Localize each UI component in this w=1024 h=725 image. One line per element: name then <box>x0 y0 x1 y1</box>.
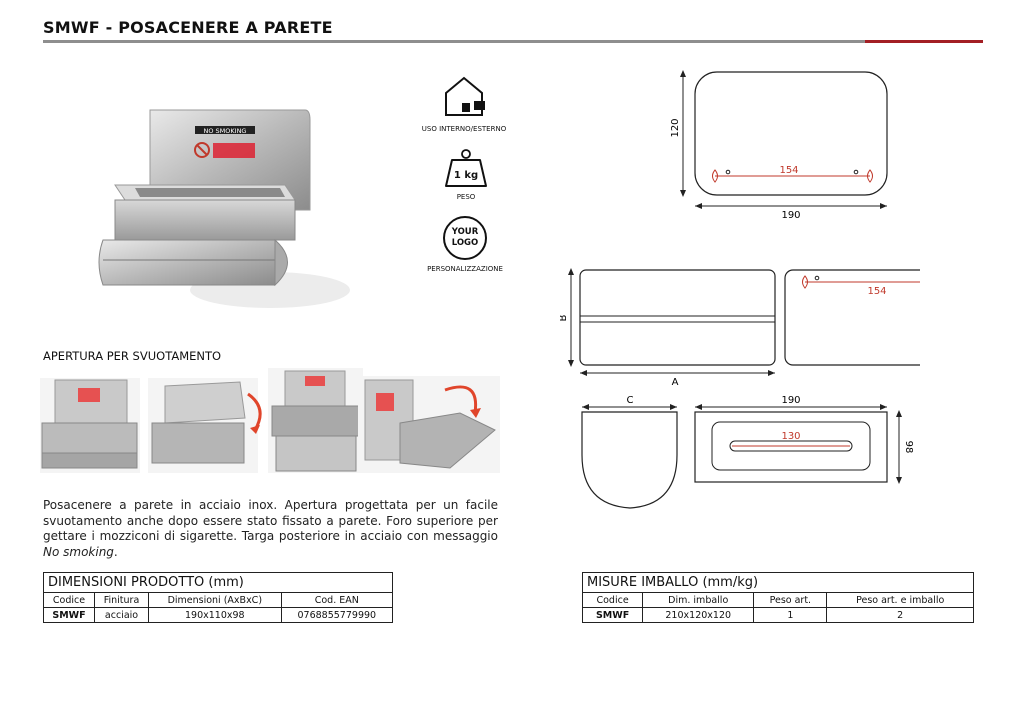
sequence-photo-4 <box>358 376 500 473</box>
table-cell: acciaio <box>93 607 150 623</box>
table-cell: SMWF <box>581 607 644 623</box>
table-header-row: Codice Dim. imballo Peso art. Peso art. … <box>581 592 974 608</box>
rear-plate-drawing: 154 <box>784 269 920 366</box>
plate-holes-label: 154 <box>867 286 886 297</box>
table-header-cell: Peso art. <box>753 592 828 608</box>
table-cell: 1 <box>753 607 828 623</box>
opening-sequence-photos <box>40 368 500 473</box>
slot-label: 130 <box>781 431 800 442</box>
back-width-label: 190 <box>781 210 800 221</box>
weight-icon <box>445 149 487 187</box>
dimension-c-label: C <box>627 395 634 406</box>
technical-drawings: 120 190 154 B A 154 <box>560 70 920 509</box>
back-view-drawing: 120 190 154 <box>670 70 888 221</box>
back-height-label: 120 <box>670 118 681 137</box>
table-cell: SMWF <box>43 607 95 623</box>
peso-caption: PESO <box>456 193 476 201</box>
product-photo: NO SMOKING <box>98 109 350 308</box>
back-holes-label: 154 <box>779 165 798 176</box>
dimension-b-label: B <box>560 314 569 321</box>
product-description: Posacenere a parete in acciaio inox. Ape… <box>43 498 498 559</box>
table-cell: 190x110x98 <box>148 607 282 623</box>
logo-circle-icon <box>443 216 487 260</box>
product-table-title: DIMENSIONI PRODOTTO (mm) <box>43 572 393 593</box>
product-dimensions-table: DIMENSIONI PRODOTTO (mm) Codice Finitura… <box>43 572 394 623</box>
page-title: SMWF - POSACENERE A PARETE <box>43 18 333 37</box>
table-header-cell: Dimensioni (AxBxC) <box>148 592 282 608</box>
packaging-table: MISURE IMBALLO (mm/kg) Codice Dim. imbal… <box>581 572 974 623</box>
packaging-table-title: MISURE IMBALLO (mm/kg) <box>582 572 974 593</box>
sequence-photo-2 <box>148 378 262 473</box>
table-row: SMWF 210x120x120 1 2 <box>581 607 974 623</box>
table-cell: 210x120x120 <box>642 607 755 623</box>
logo-caption: PERSONALIZZAZIONE <box>427 265 503 273</box>
table-header-cell: Finitura <box>93 592 150 608</box>
top-depth-label: 98 <box>903 441 914 454</box>
no-smoking-sign <box>195 126 255 134</box>
sequence-photo-3 <box>268 368 363 473</box>
table-cell: 0768855779990 <box>280 607 394 623</box>
side-view-drawing: C <box>581 395 678 509</box>
table-header-row: Codice Finitura Dimensioni (AxBxC) Cod. … <box>43 592 394 608</box>
svg-text:NO SMOKING: NO SMOKING <box>204 127 247 135</box>
logo-text: YOUR LOGO <box>451 227 479 248</box>
top-view-drawing: 190 130 98 <box>694 395 914 484</box>
house-icon <box>445 76 485 116</box>
opening-section-label: APERTURA PER SVUOTAMENTO <box>43 349 222 363</box>
header-rule <box>43 40 865 43</box>
header-rule-accent <box>865 40 983 43</box>
table-row: SMWF acciaio 190x110x98 0768855779990 <box>43 607 394 623</box>
top-width-label: 190 <box>781 395 800 406</box>
table-header-cell: Codice <box>43 592 95 608</box>
uso-caption: USO INTERNO/ESTERNO <box>421 125 507 133</box>
table-header-cell: Peso art. e imballo <box>826 592 974 608</box>
table-header-cell: Cod. EAN <box>280 592 394 608</box>
table-header-cell: Codice <box>581 592 644 608</box>
no-smoking-icon <box>194 142 210 158</box>
weight-value: 1 kg <box>453 170 479 181</box>
table-header-cell: Dim. imballo <box>642 592 755 608</box>
sequence-photo-1 <box>40 378 140 473</box>
dimension-a-label: A <box>672 377 679 388</box>
front-view-drawing: B A <box>560 268 776 388</box>
table-cell: 2 <box>826 607 974 623</box>
